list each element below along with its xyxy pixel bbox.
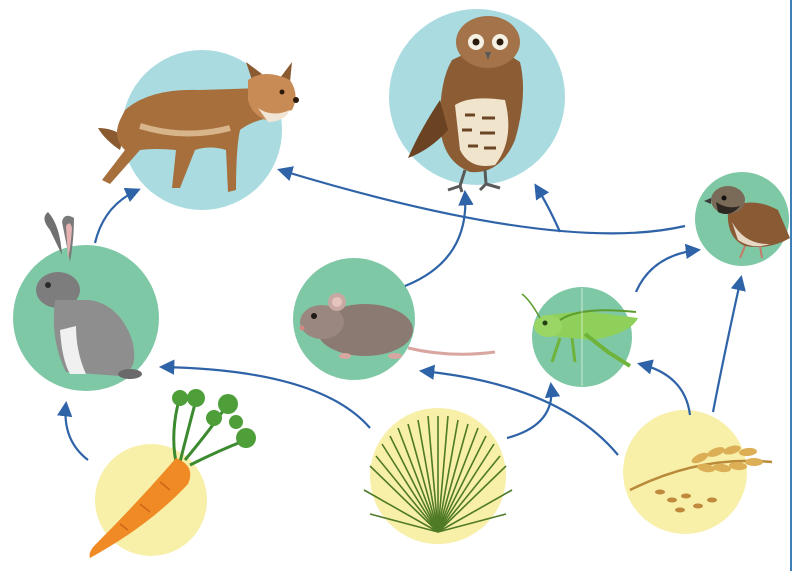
arrow-wheat-to-sparrow	[713, 278, 741, 412]
arrow-carrot-to-rabbit	[65, 404, 88, 460]
arrow-wheat-to-grasshopper	[640, 364, 690, 415]
wheat-circle	[623, 410, 747, 534]
arrow-rabbit-to-coyote	[95, 190, 138, 243]
frame-edge	[790, 0, 792, 571]
arrow-grasshopper-to-sparrow	[636, 250, 698, 292]
arrow-grass-to-grasshopper	[507, 385, 551, 438]
arrow-sparrow-to-owl	[536, 186, 560, 232]
